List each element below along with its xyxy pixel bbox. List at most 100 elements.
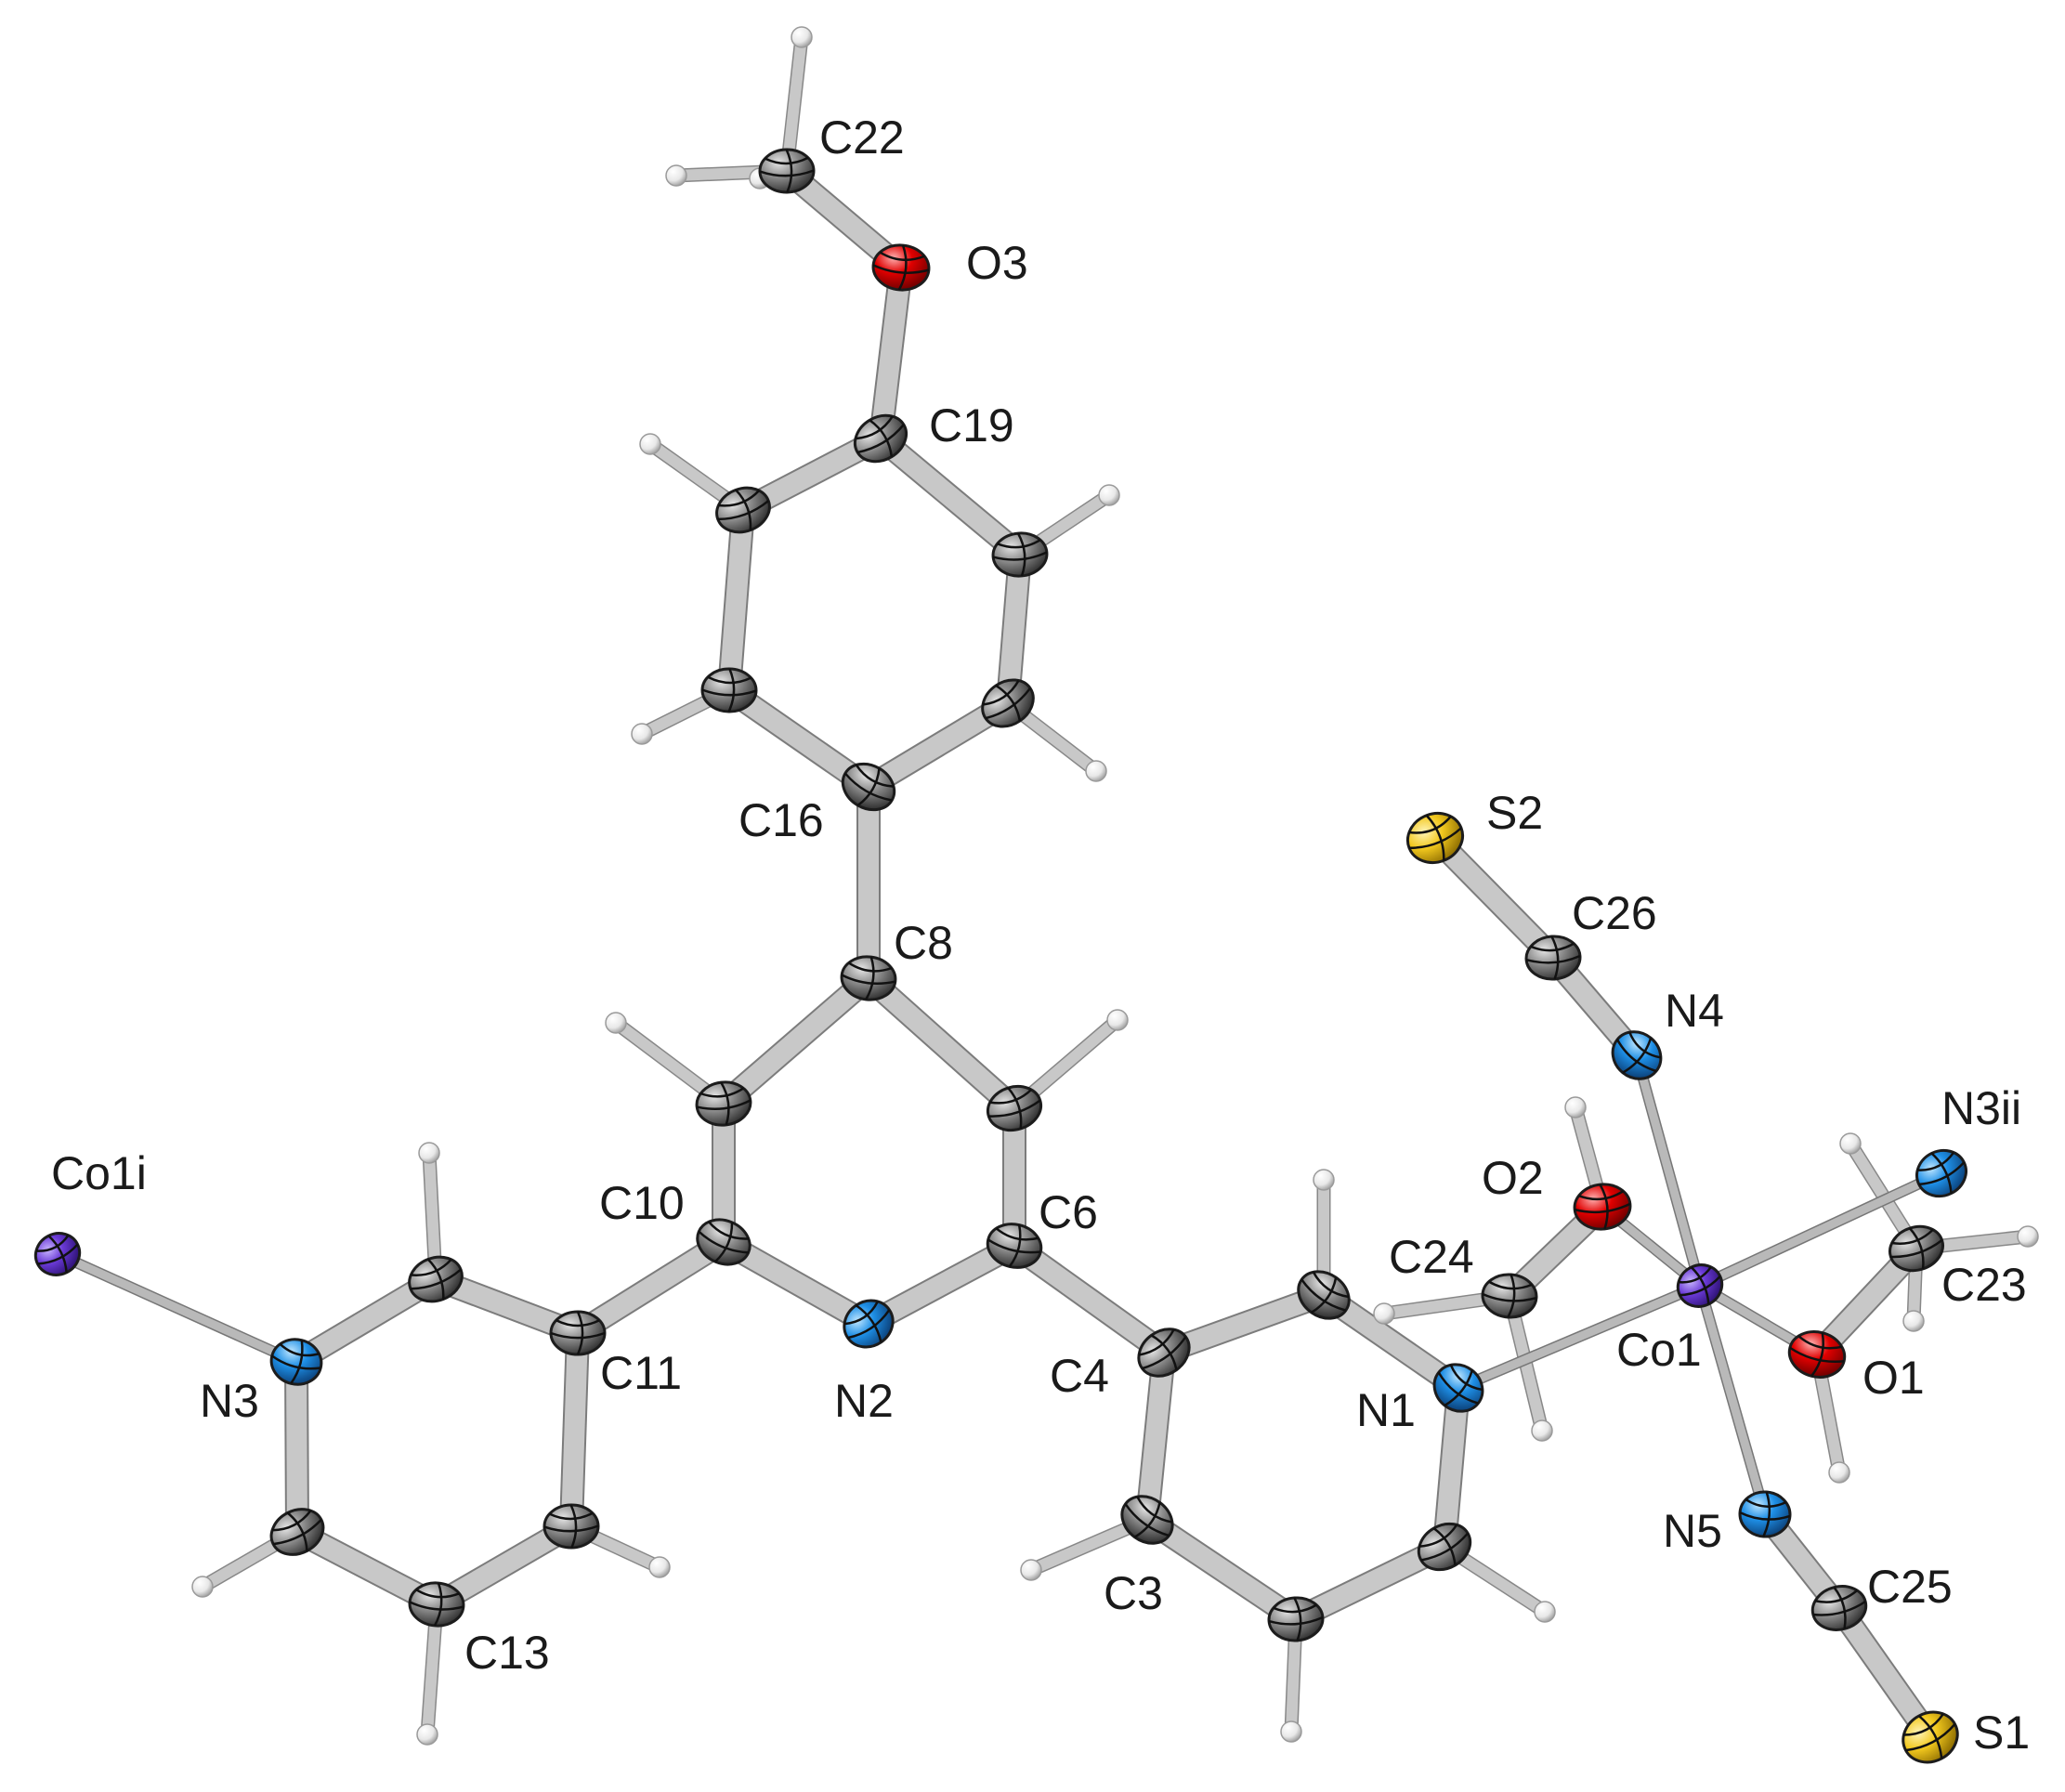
atom-label-C22: C22 bbox=[819, 111, 905, 164]
atom-layer bbox=[33, 26, 2039, 1764]
atom-label-C23: C23 bbox=[1941, 1259, 2027, 1311]
atom-C10 bbox=[696, 1218, 752, 1266]
atom-label-C10: C10 bbox=[599, 1177, 685, 1229]
atom-C24 bbox=[1481, 1273, 1538, 1319]
atom-C1 bbox=[1417, 1522, 1472, 1572]
atom-label-C4: C4 bbox=[1050, 1350, 1109, 1402]
atom-Co1 bbox=[1676, 1263, 1724, 1308]
bond-C10-C11 bbox=[568, 1232, 734, 1343]
atom-C5 bbox=[1297, 1270, 1351, 1320]
atom-C4 bbox=[1137, 1328, 1191, 1378]
atom-C14 bbox=[408, 1581, 465, 1628]
atom-label-N3ii: N3ii bbox=[1941, 1082, 2021, 1134]
atom-label-O3: O3 bbox=[966, 237, 1028, 289]
bond-C6-N2 bbox=[858, 1236, 1025, 1334]
atom-C19 bbox=[853, 413, 908, 464]
bond-C8-C7 bbox=[858, 968, 1025, 1118]
atom-N3 bbox=[269, 1338, 323, 1386]
atom-label-N4: N4 bbox=[1665, 985, 1724, 1037]
atom-N5 bbox=[1738, 1490, 1792, 1538]
hydrogen-atom bbox=[1828, 1461, 1850, 1484]
atom-label-Co1: Co1 bbox=[1616, 1324, 1702, 1376]
atom-label-N5: N5 bbox=[1663, 1505, 1722, 1557]
atom-C8 bbox=[840, 955, 897, 1001]
hydrogen-atom bbox=[665, 164, 687, 187]
hydrogen-atom bbox=[1020, 1559, 1042, 1581]
atom-label-C26: C26 bbox=[1572, 887, 1657, 939]
bond-N1-C1 bbox=[1434, 1378, 1469, 1557]
hydrogen-atom bbox=[1839, 1132, 1862, 1155]
hydrogen-atom bbox=[1098, 484, 1120, 506]
atom-C3 bbox=[1120, 1495, 1174, 1545]
atom-C25 bbox=[1810, 1585, 1868, 1631]
atom-label-S2: S2 bbox=[1486, 787, 1543, 839]
hydrogen-atom bbox=[1902, 1310, 1925, 1332]
atom-C7 bbox=[986, 1084, 1043, 1132]
atom-C26 bbox=[1524, 935, 1582, 981]
atom-S1 bbox=[1902, 1710, 1959, 1764]
atom-C16 bbox=[841, 762, 896, 812]
hydrogen-atom bbox=[1531, 1419, 1553, 1442]
atom-label-C11: C11 bbox=[600, 1347, 682, 1399]
atom-label-C19: C19 bbox=[929, 399, 1014, 451]
hydrogen-atom bbox=[1313, 1169, 1335, 1191]
atom-label-C6: C6 bbox=[1039, 1186, 1098, 1238]
atom-O3 bbox=[871, 243, 931, 292]
atom-label-O2: O2 bbox=[1482, 1152, 1544, 1204]
atom-O2 bbox=[1573, 1183, 1632, 1231]
atom-label-C8: C8 bbox=[894, 917, 953, 969]
atom-C12 bbox=[408, 1255, 464, 1303]
atom-O1 bbox=[1787, 1330, 1847, 1379]
atom-C17 bbox=[700, 667, 758, 713]
bond-C18-C17 bbox=[719, 500, 753, 700]
bond-C3-C4 bbox=[1137, 1342, 1174, 1530]
hydrogen-atom bbox=[1280, 1720, 1302, 1743]
atom-label-Co1i: Co1i bbox=[51, 1147, 147, 1199]
atom-label-N1: N1 bbox=[1356, 1384, 1416, 1436]
bond-layer bbox=[52, 30, 2035, 1749]
bond-C19-C20 bbox=[870, 428, 1030, 565]
atom-C15 bbox=[269, 1508, 325, 1556]
bond-C13-C11 bbox=[561, 1323, 588, 1537]
hydrogen-atom bbox=[605, 1012, 627, 1034]
coord-bond-Co1-N3ii bbox=[1695, 1169, 1946, 1290]
atom-C9 bbox=[695, 1080, 752, 1127]
coord-bond-Co1-N4 bbox=[1632, 1051, 1705, 1290]
atom-C11 bbox=[549, 1310, 607, 1356]
hydrogen-atom bbox=[639, 433, 661, 455]
coord-bond-Co1-N5 bbox=[1695, 1281, 1770, 1519]
atom-C13 bbox=[542, 1503, 600, 1550]
hydrogen-atom bbox=[1564, 1096, 1587, 1118]
atom-label-C13: C13 bbox=[464, 1627, 550, 1679]
atom-N3ii bbox=[1915, 1148, 1967, 1198]
atom-label-S1: S1 bbox=[1973, 1707, 2030, 1759]
atom-S2 bbox=[1405, 811, 1465, 865]
bond-C20-C21 bbox=[998, 544, 1030, 713]
atom-N1 bbox=[1432, 1363, 1484, 1413]
atom-label-C16: C16 bbox=[738, 794, 824, 846]
bond-C25-S1 bbox=[1829, 1598, 1941, 1747]
bond-O3-C19 bbox=[870, 257, 911, 449]
atom-C6 bbox=[986, 1223, 1043, 1269]
hydrogen-atom bbox=[416, 1723, 438, 1746]
atom-C22 bbox=[758, 148, 816, 194]
atom-label-C24: C24 bbox=[1389, 1231, 1474, 1283]
bond-C8-C9 bbox=[713, 968, 879, 1114]
atom-label-C25: C25 bbox=[1867, 1561, 1953, 1613]
hydrogen-atom bbox=[631, 723, 653, 745]
coord-bond-Co1-N1 bbox=[1454, 1281, 1705, 1393]
hydrogen-atom bbox=[191, 1576, 214, 1598]
atom-C21 bbox=[981, 678, 1035, 728]
hydrogen-atom bbox=[1106, 1009, 1129, 1031]
atom-N4 bbox=[1611, 1030, 1663, 1080]
atom-label-C3: C3 bbox=[1104, 1567, 1163, 1619]
atom-C18 bbox=[715, 486, 771, 534]
bond-C6-C4 bbox=[1004, 1236, 1174, 1363]
atom-C2 bbox=[1267, 1596, 1325, 1642]
atom-N2 bbox=[843, 1299, 895, 1349]
hydrogen-atom bbox=[418, 1142, 440, 1164]
hydrogen-atom bbox=[1373, 1302, 1395, 1325]
